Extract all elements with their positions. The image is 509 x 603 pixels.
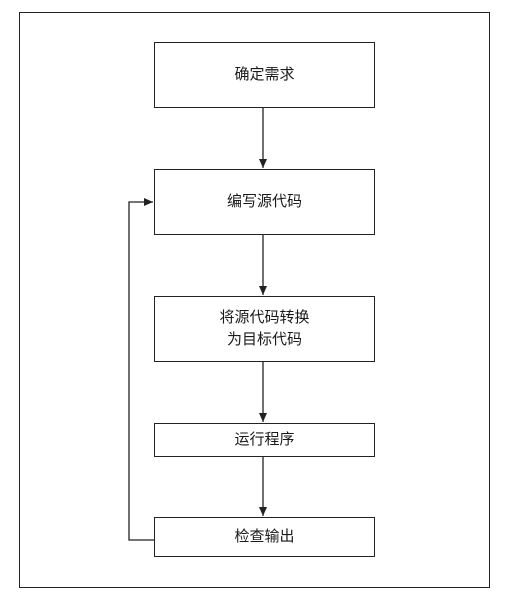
step-convert-source-to-target: 将源代码转换 为目标代码 — [154, 296, 375, 362]
step-determine-requirements: 确定需求 — [154, 42, 375, 108]
step-label: 运行程序 — [234, 430, 295, 449]
step-label: 确定需求 — [234, 65, 295, 84]
step-check-output: 检查输出 — [154, 517, 375, 557]
step-run-program: 运行程序 — [154, 423, 375, 457]
step-label: 检查输出 — [234, 527, 295, 546]
step-label: 将源代码转换 为目标代码 — [219, 308, 310, 348]
step-write-source-code: 编写源代码 — [154, 169, 375, 235]
step-label: 编写源代码 — [226, 192, 302, 211]
